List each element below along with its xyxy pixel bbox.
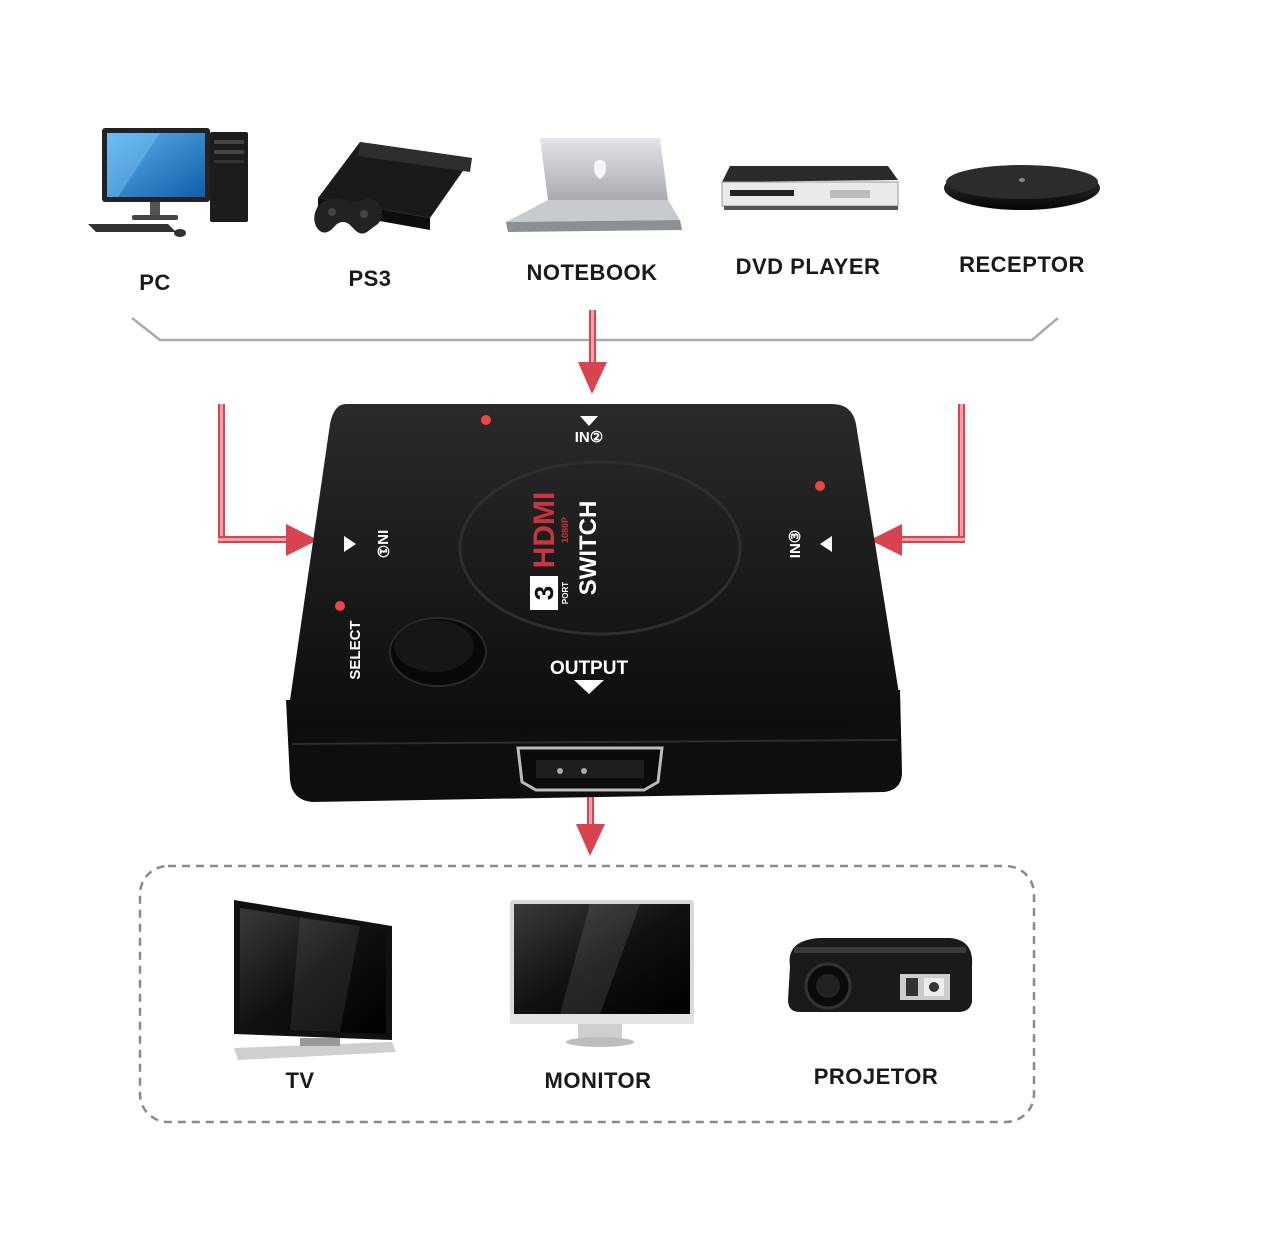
projetor-icon <box>788 938 973 1012</box>
svg-text:3: 3 <box>529 586 559 600</box>
led-in2 <box>481 415 491 425</box>
ps3-icon <box>314 142 472 234</box>
ps3-label: PS3 <box>348 266 392 291</box>
svg-text:PORT: PORT <box>561 582 570 604</box>
led-select <box>335 601 345 611</box>
hdmi-switch-device <box>286 404 902 802</box>
svg-text:HDMI: HDMI <box>528 492 561 569</box>
arrow-output <box>576 780 605 856</box>
monitor-icon <box>510 900 694 1047</box>
dvd-player-icon <box>721 166 899 210</box>
in1-label: IN① <box>374 530 391 558</box>
hdmi-switch-logo: 3 PORT HDMI 1080P SWITCH <box>528 492 602 610</box>
arrow-in3 <box>870 404 965 556</box>
monitor-label: MONITOR <box>544 1068 652 1093</box>
svg-text:SWITCH: SWITCH <box>575 501 602 596</box>
receptor-icon <box>944 165 1100 210</box>
led-in3 <box>815 481 825 491</box>
pc-label: PC <box>139 270 171 295</box>
in2-label: IN② <box>575 429 603 446</box>
output-label: OUTPUT <box>550 658 629 679</box>
tv-icon <box>234 900 396 1060</box>
dvd-player-label: DVD PLAYER <box>735 254 881 279</box>
arrow-in2 <box>578 310 607 394</box>
pc-icon <box>88 128 248 237</box>
in3-label: IN③ <box>787 530 804 558</box>
tv-label: TV <box>285 1068 315 1093</box>
select-label: SELECT <box>347 620 364 679</box>
projetor-label: PROJETOR <box>813 1064 939 1089</box>
output-group-frame <box>138 864 1036 1124</box>
notebook-icon <box>506 138 682 232</box>
notebook-label: NOTEBOOK <box>526 260 658 285</box>
arrow-in1 <box>218 404 318 556</box>
receptor-label: RECEPTOR <box>959 252 1085 277</box>
svg-text:1080P: 1080P <box>560 517 570 543</box>
